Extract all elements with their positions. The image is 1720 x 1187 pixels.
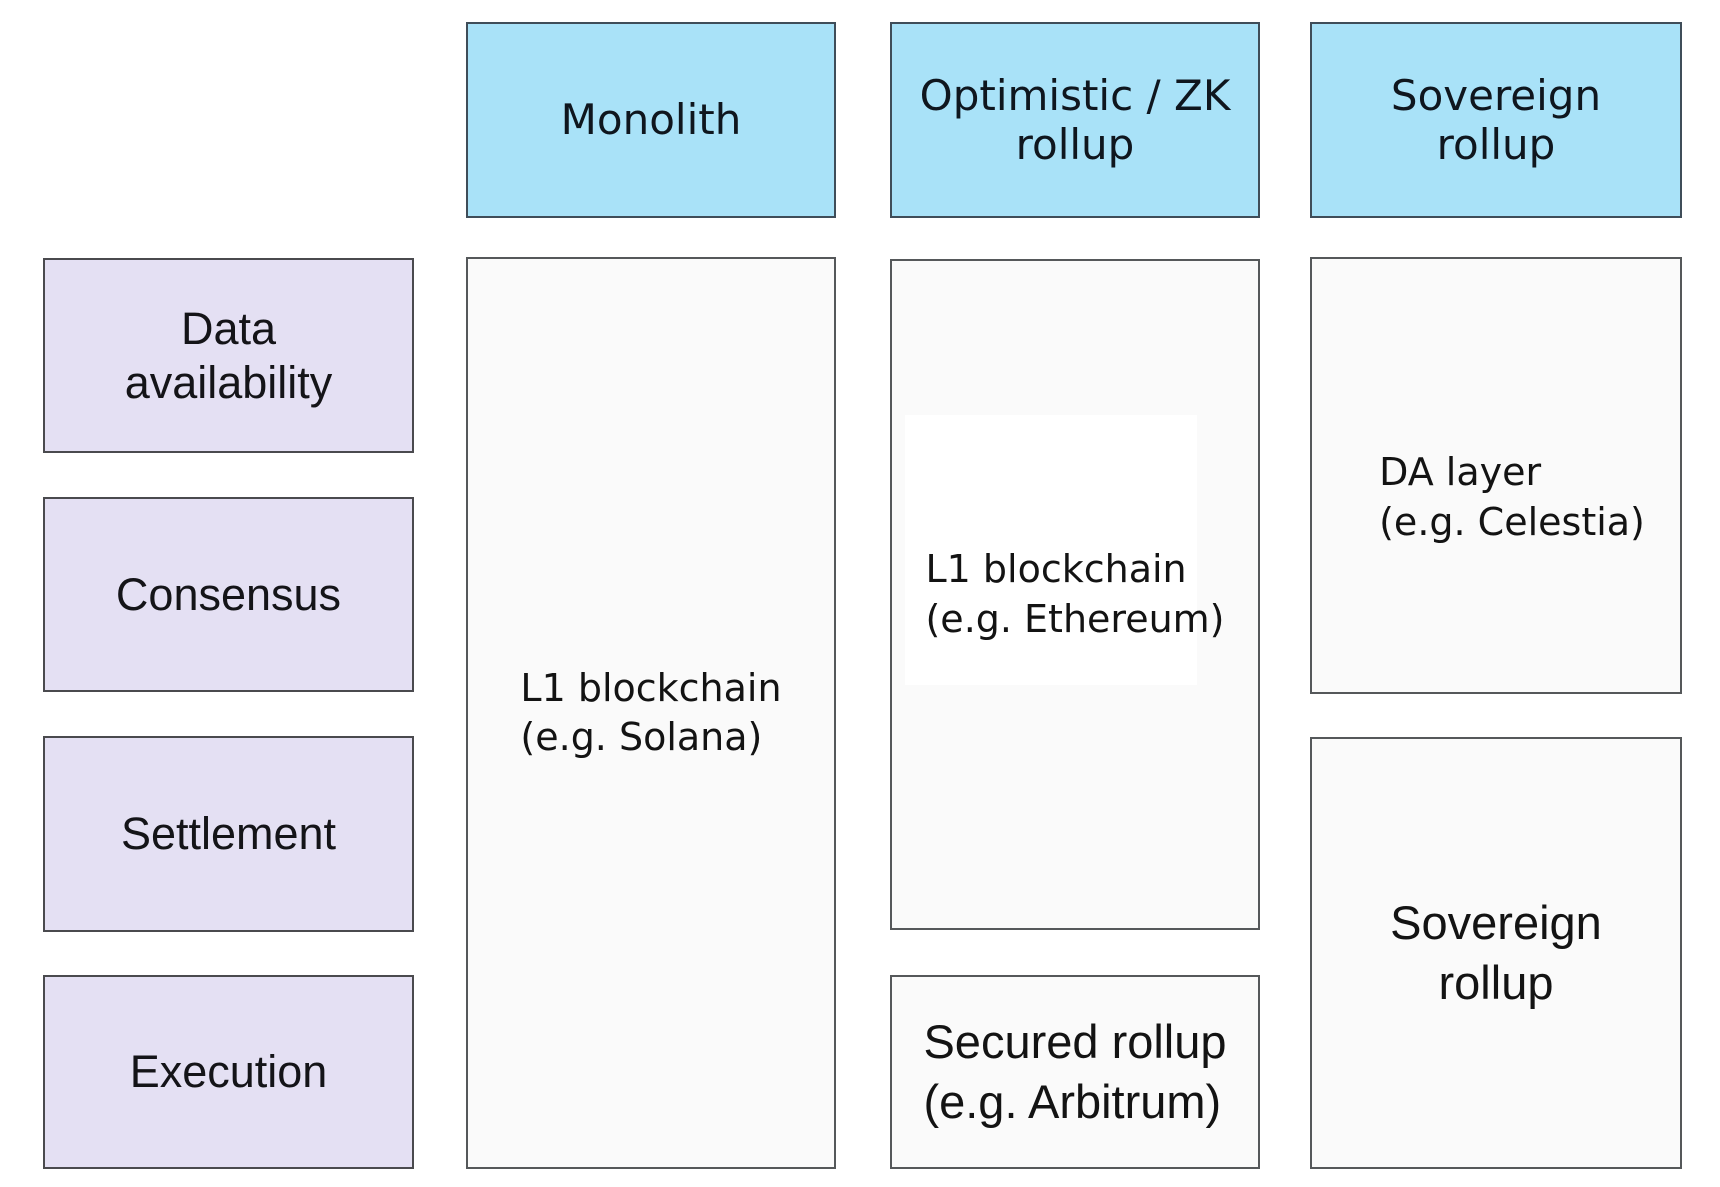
cell-line: (e.g. Solana) [520,715,763,759]
cell-text: L1 blockchain (e.g. Ethereum) [925,545,1224,644]
cell-line: Secured rollup [923,1015,1227,1069]
row-label-text: Settlement [121,807,336,860]
column-header-optimistic-zk-rollup: Optimistic / ZK rollup [890,22,1260,218]
row-label-execution: Execution [43,975,414,1169]
cell-line: (e.g. Ethereum) [925,596,1225,641]
cell-sovereign-da-layer: DA layer (e.g. Celestia) [1310,257,1682,694]
cell-line: L1 blockchain [520,665,782,710]
header-line: rollup [1436,120,1556,169]
column-header-text: Monolith [561,95,742,144]
label-line: Execution [129,1046,328,1098]
row-label-text: Data availability [125,302,333,408]
column-header-monolith: Monolith [466,22,836,218]
label-line: Settlement [120,808,337,860]
cell-line: rollup [1438,956,1554,1009]
label-line: Consensus [115,568,342,620]
row-label-text: Execution [130,1045,328,1098]
header-line: Monolith [560,95,742,145]
cell-text: Sovereign rollup [1390,893,1602,1012]
cell-rollup-secured: Secured rollup (e.g. Arbitrum) [890,975,1260,1169]
cell-monolith-l1-blockchain: L1 blockchain (e.g. Solana) [466,257,836,1169]
cell-line: Sovereign [1390,896,1602,950]
cell-line: (e.g. Arbitrum) [923,1075,1222,1128]
header-line: rollup [1015,120,1135,169]
label-line: Data [180,303,277,355]
row-label-text: Consensus [116,568,341,621]
white-highlight-patch [905,415,1197,685]
label-line: availability [124,356,333,408]
row-label-settlement: Settlement [43,736,414,932]
column-header-text: Sovereign rollup [1391,71,1601,169]
row-label-data-availability: Data availability [43,258,414,453]
cell-sovereign-rollup: Sovereign rollup [1310,737,1682,1169]
cell-line: (e.g. Celestia) [1379,499,1645,544]
column-header-text: Optimistic / ZK rollup [920,71,1231,169]
cell-line: DA layer [1379,450,1542,495]
cell-text: DA layer (e.g. Celestia) [1379,448,1645,547]
header-line: Sovereign [1390,70,1602,120]
cell-text: Secured rollup (e.g. Arbitrum) [923,1012,1226,1131]
row-label-consensus: Consensus [43,497,414,692]
header-line: Optimistic / ZK [919,70,1231,120]
cell-line: L1 blockchain [925,547,1187,592]
cell-text: L1 blockchain (e.g. Solana) [520,664,781,763]
cell-rollup-l1-blockchain: L1 blockchain (e.g. Ethereum) [890,259,1260,930]
column-header-sovereign-rollup: Sovereign rollup [1310,22,1682,218]
